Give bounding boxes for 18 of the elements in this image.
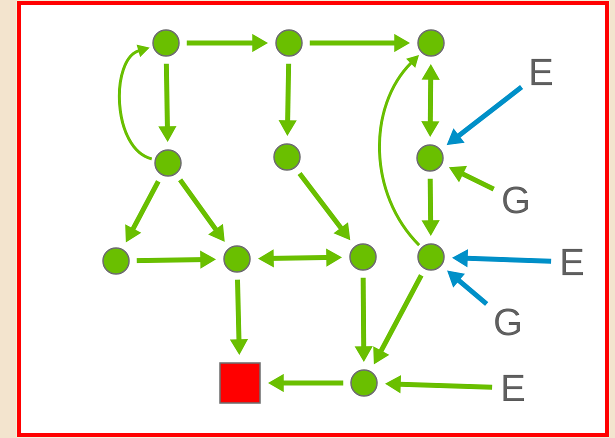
circle-node (417, 243, 445, 271)
letter-label: E (562, 248, 584, 276)
circle-node (349, 243, 377, 271)
circle-node (275, 29, 303, 57)
letter-label: G (503, 186, 528, 214)
circle-node (152, 29, 180, 57)
circle-node (154, 149, 182, 177)
circle-node (102, 247, 130, 275)
circle-node (223, 245, 251, 273)
circle-node (273, 143, 301, 171)
square-node (219, 362, 261, 404)
letter-label: E (531, 58, 552, 86)
curved-arrow (118, 44, 152, 160)
circle-node (417, 29, 445, 57)
letter-label: G (495, 308, 520, 336)
circle-node (416, 144, 444, 172)
letter-label: E (503, 374, 524, 402)
circle-node (350, 369, 378, 397)
